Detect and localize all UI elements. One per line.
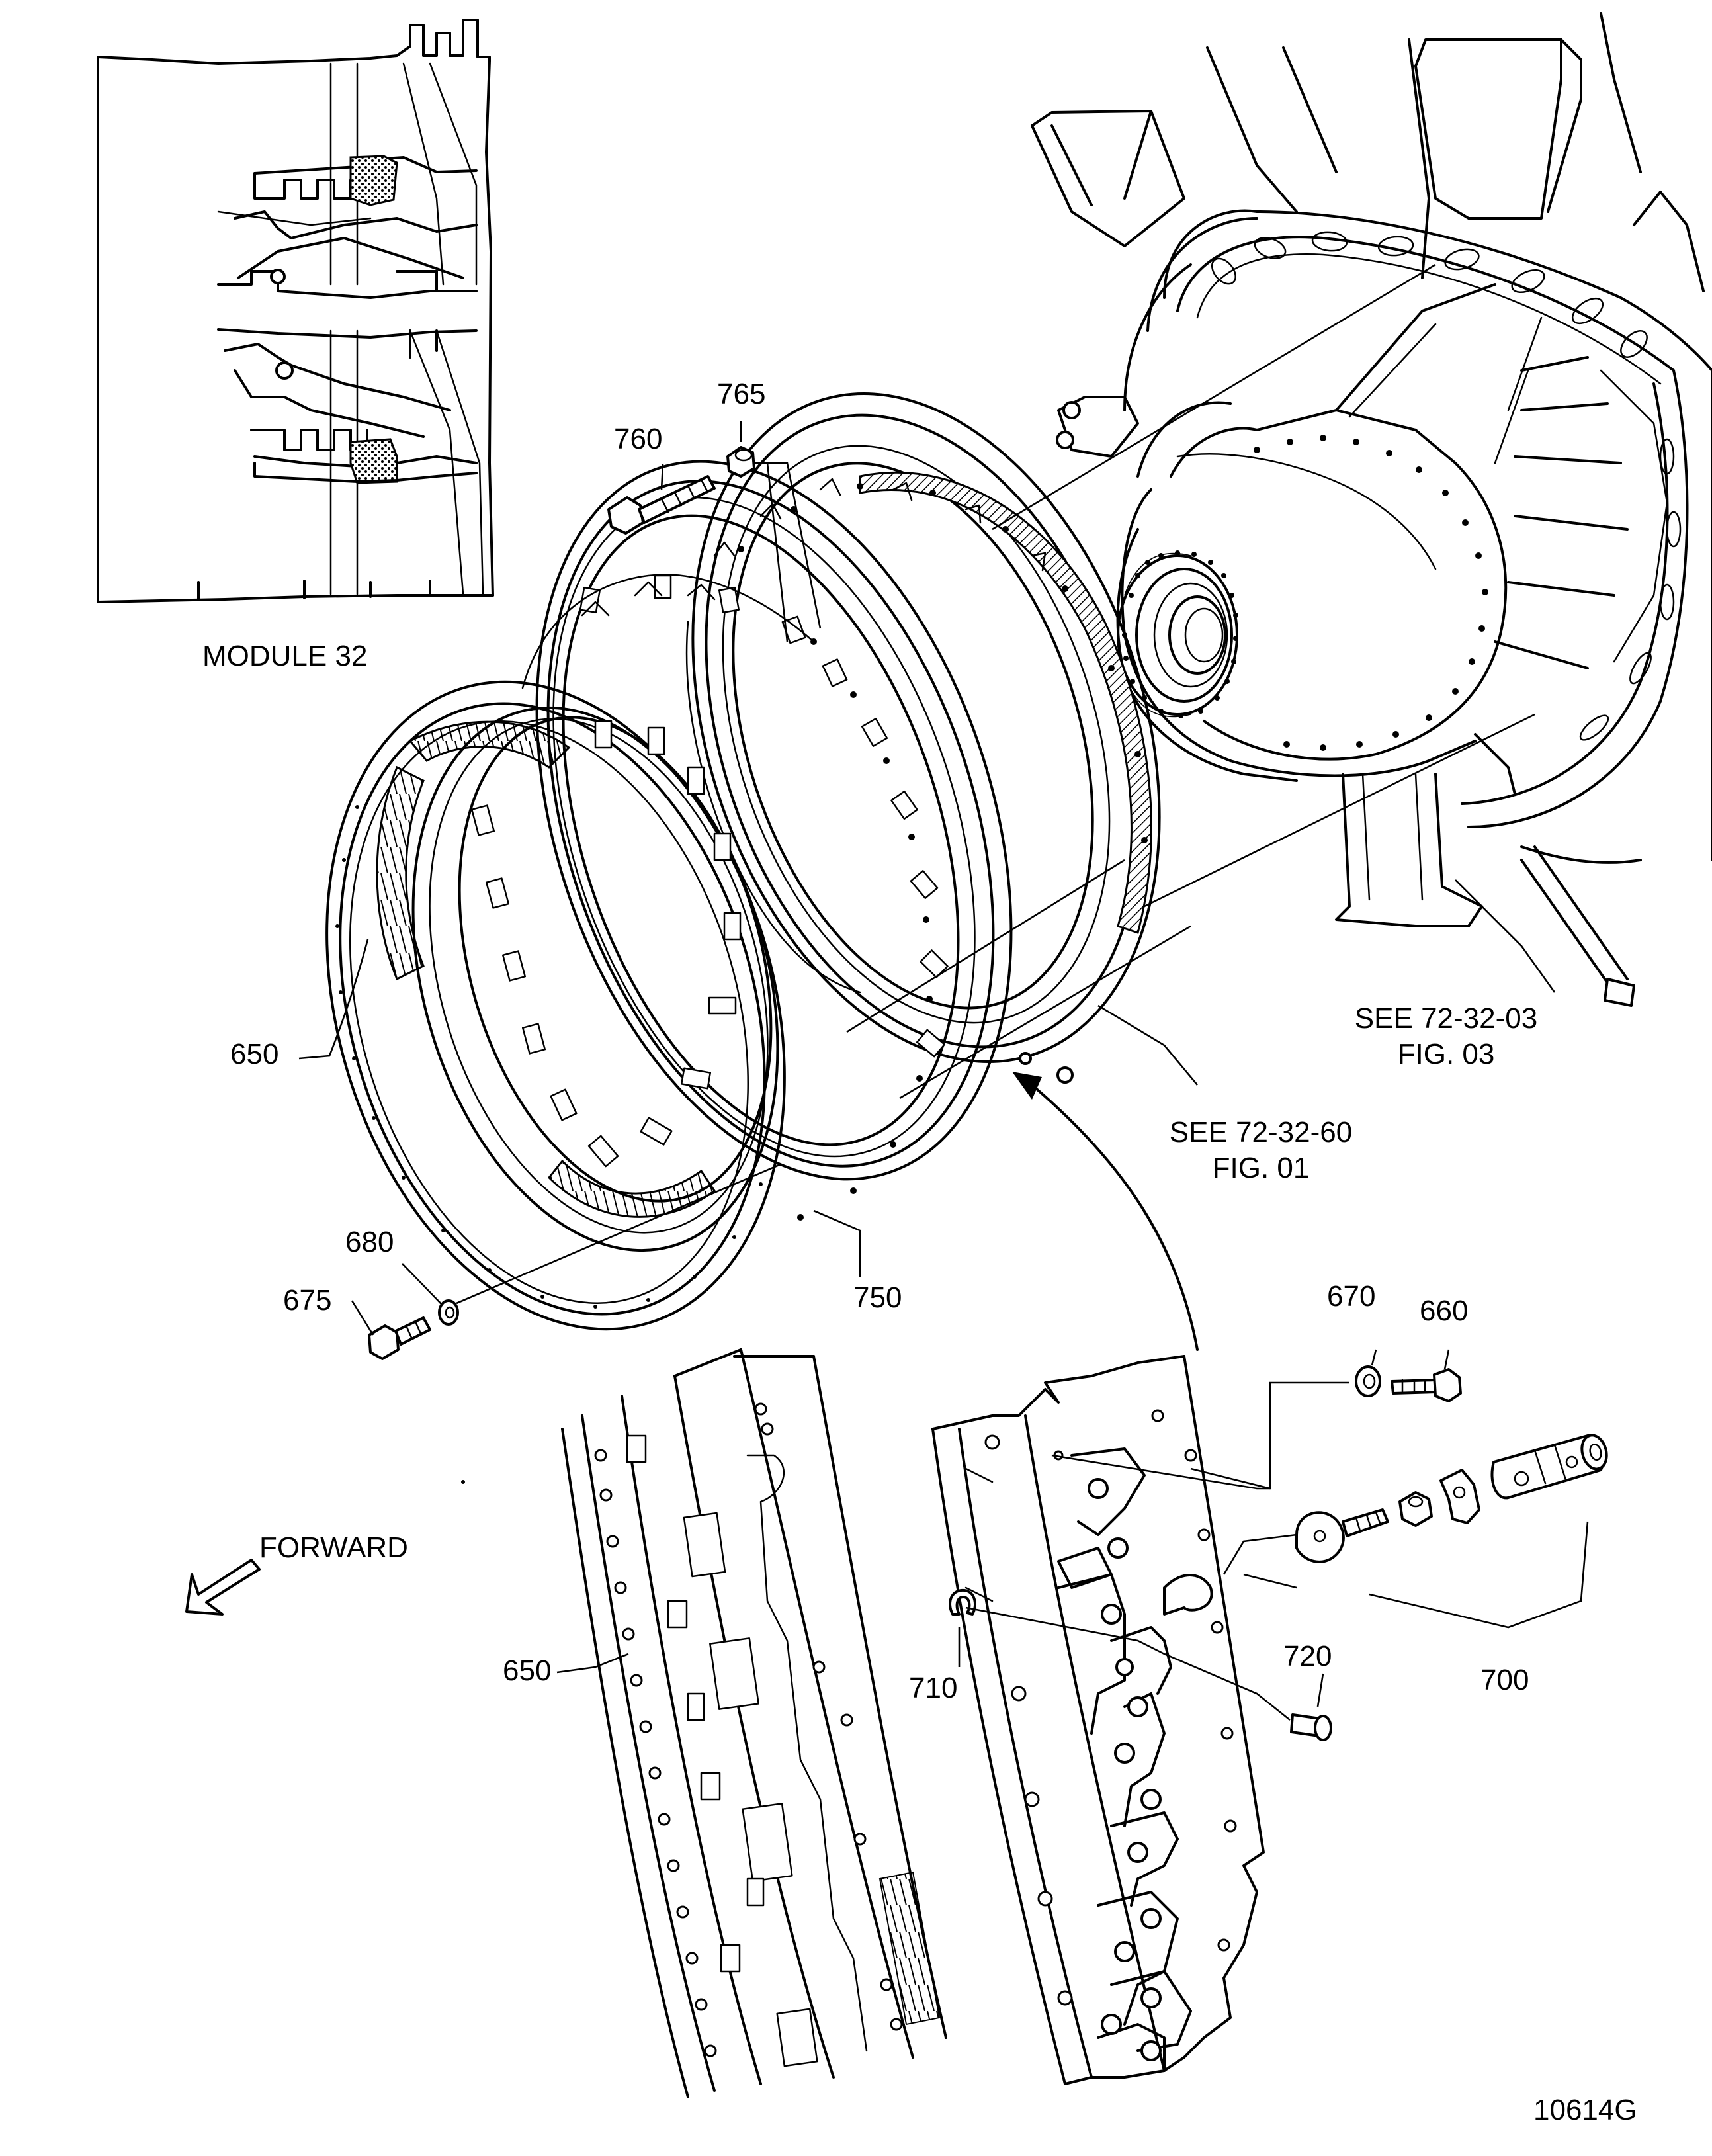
ring-650-detail [561, 1348, 947, 2098]
detail-arrowhead [1012, 1072, 1042, 1100]
callout-650-upper: 650 [230, 1038, 279, 1070]
callout-760: 760 [614, 423, 663, 455]
clip-710 [949, 1588, 976, 1616]
callout-650-lower: 650 [503, 1655, 552, 1687]
module-32-caption: MODULE 32 [202, 640, 368, 672]
ring-750 [685, 392, 1161, 1084]
callout-680: 680 [345, 1226, 394, 1258]
reference-72-32-60-line2: FIG. 01 [1212, 1152, 1310, 1184]
mark-dot [461, 1480, 465, 1484]
forward-arrow-icon [185, 1559, 261, 1616]
linkage-assembly-700 [1295, 1434, 1608, 1563]
reference-72-32-03-line2: FIG. 03 [1397, 1038, 1495, 1070]
callout-720: 720 [1283, 1640, 1332, 1672]
segment-detail [931, 1355, 1265, 2085]
callout-660: 660 [1420, 1295, 1469, 1327]
reference-72-32-03: SEE 72-32-03 FIG. 03 [1320, 1004, 1572, 1069]
bolt-675 [368, 1316, 431, 1360]
callout-675: 675 [283, 1284, 332, 1316]
pin-720 [1290, 1713, 1332, 1741]
nut-765 [726, 446, 755, 478]
ring-650 [325, 680, 786, 1331]
projection-lines [456, 263, 1535, 1305]
segment-support-ring [521, 460, 1013, 1221]
bolt-760 [607, 475, 716, 535]
washer-670 [1355, 1365, 1381, 1397]
module-32-inset [97, 19, 494, 603]
reference-72-32-60: SEE 72-32-60 FIG. 01 [1135, 1118, 1387, 1183]
bolt-660 [1391, 1368, 1462, 1402]
reference-72-32-60-line1: SEE 72-32-60 [1169, 1116, 1353, 1148]
callout-700: 700 [1480, 1664, 1529, 1696]
callout-765: 765 [717, 378, 766, 410]
bracket-700 [1369, 1521, 1589, 1629]
forward-label: FORWARD [259, 1531, 408, 1564]
callout-710: 710 [909, 1672, 958, 1704]
reference-72-32-03-line1: SEE 72-32-03 [1354, 1002, 1538, 1035]
rear-frame-assembly [1031, 12, 1712, 1007]
drawing-number: 10614G [1533, 2094, 1637, 2126]
washer-680 [438, 1299, 459, 1326]
detail-arrow [1031, 1084, 1199, 1351]
callout-670: 670 [1327, 1280, 1376, 1313]
leader-lines [298, 421, 1556, 1707]
callout-750: 750 [853, 1281, 902, 1314]
